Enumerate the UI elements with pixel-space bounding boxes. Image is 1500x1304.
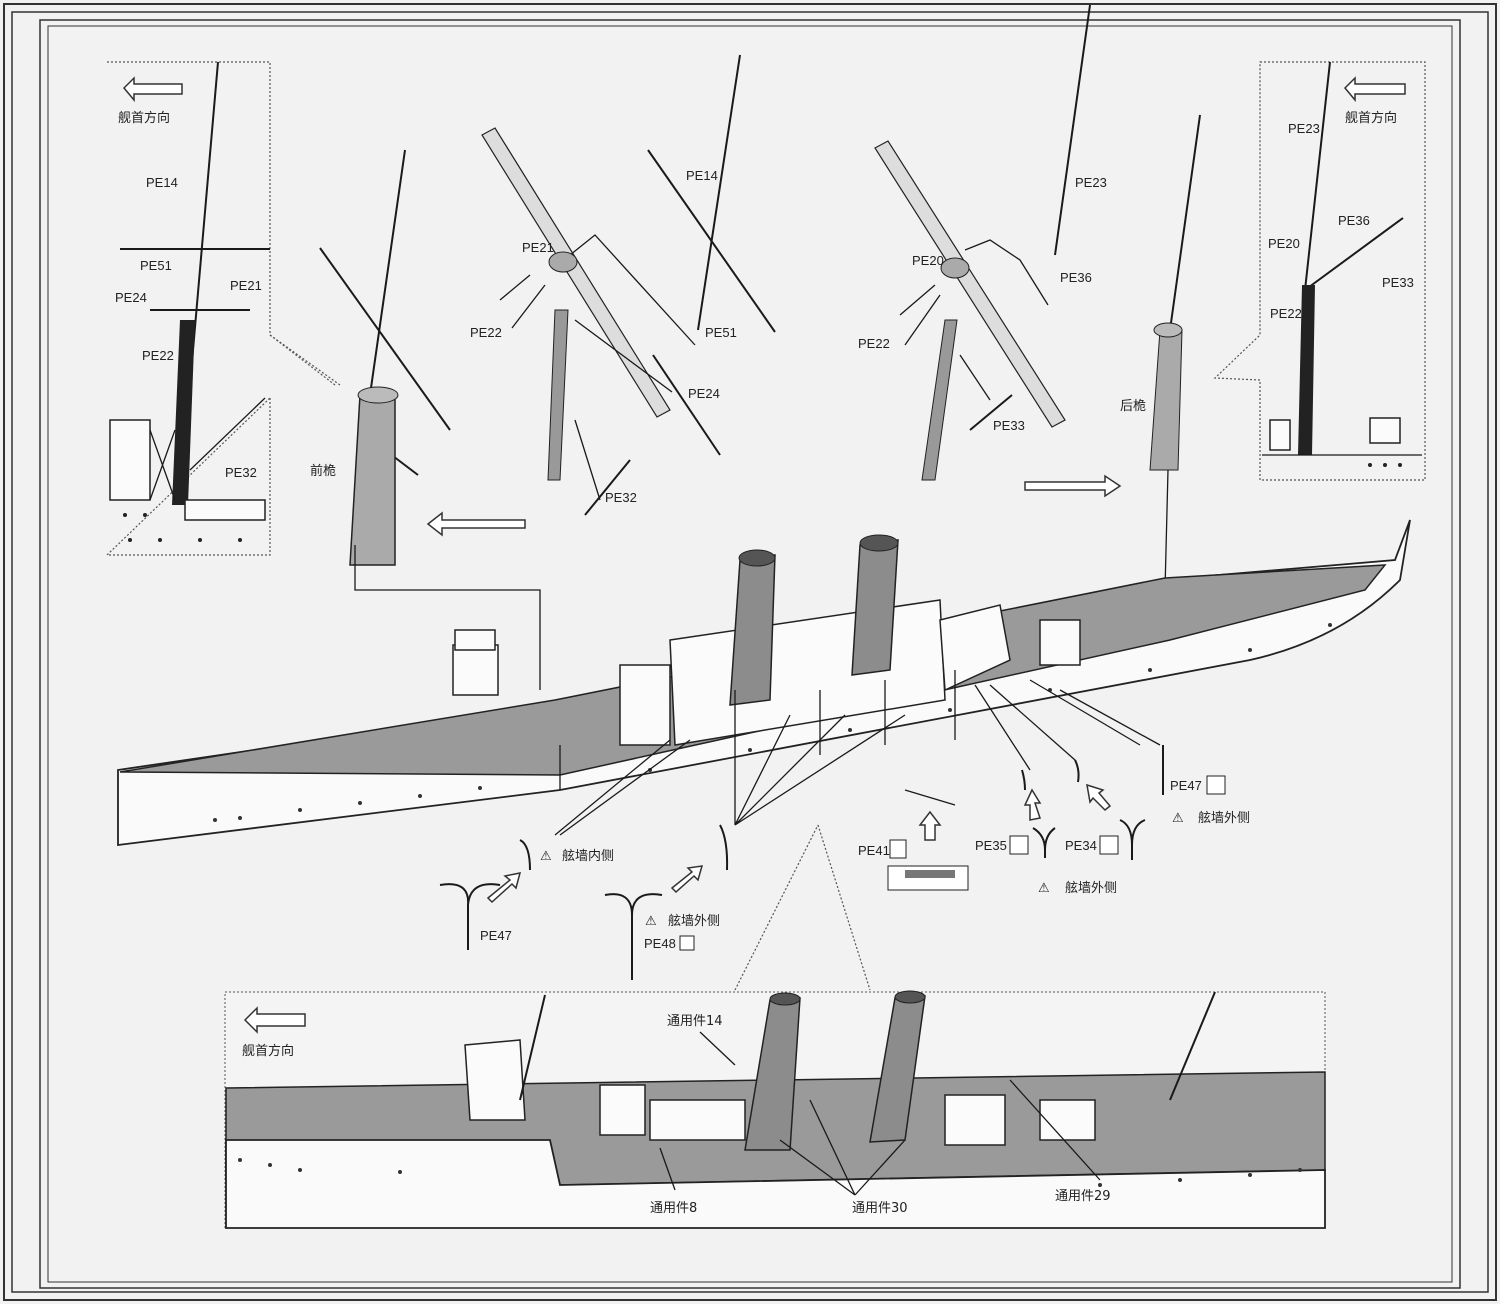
part-label: 通用件30: [852, 1201, 908, 1216]
part-label: PE20: [912, 253, 944, 268]
part-label: PE20: [1268, 236, 1300, 251]
part-label: PE36: [1338, 213, 1370, 228]
part-label: PE24: [115, 290, 147, 305]
direction-arrow-icon: [1086, 783, 1112, 812]
yard-grating: [481, 127, 671, 418]
aft-mast-label: 后桅: [1120, 398, 1146, 414]
outer-side-note: 舷墙外侧: [668, 913, 720, 929]
railing-parts: PE47 ⚠ 舷墙内侧 ⚠ 舷墙外侧 PE48 PE41 PE35 ⚠ 舷墙外侧…: [439, 745, 1250, 980]
page-frame: [3, 3, 1497, 1301]
direction-arrow-icon: [918, 810, 942, 841]
warning-icon: ⚠: [1172, 811, 1184, 826]
bow-direction-label: 舰首方向: [118, 110, 170, 126]
fore-mast-label: 前桅: [310, 463, 336, 479]
part-label: PE48: [644, 936, 676, 951]
bow-direction-arrow-icon: [1343, 76, 1406, 103]
direction-arrow-icon: [670, 865, 704, 894]
part-label: PE47: [1170, 778, 1202, 793]
fore-mast-assembly: 前桅 PE14 PE21 PE22 PE51 PE24 PE32: [310, 54, 776, 690]
part-label: 通用件8: [650, 1201, 697, 1216]
warning-icon: ⚠: [540, 849, 552, 864]
part-label: PE51: [705, 325, 737, 340]
bow-direction-arrow-icon: [122, 76, 183, 103]
bow-direction-label: 舰首方向: [242, 1043, 294, 1059]
fore-funnel: [729, 554, 776, 706]
part-label: PE14: [146, 175, 178, 190]
outer-side-note: 舷墙外侧: [1065, 880, 1117, 896]
part-label: PE21: [230, 278, 262, 293]
part-label: PE36: [1060, 270, 1092, 285]
warning-icon: ⚠: [645, 914, 657, 929]
part-label: PE23: [1075, 175, 1107, 190]
ship-main-view: [117, 519, 1411, 847]
part-label: PE33: [993, 418, 1025, 433]
inner-side-note: 舷墙内侧: [562, 848, 614, 864]
part-label: PE51: [140, 258, 172, 273]
part-label: PE35: [975, 838, 1007, 853]
bow-direction-label: 舰首方向: [1345, 110, 1397, 126]
direction-arrow-icon: [426, 511, 526, 537]
direction-arrow-icon: [486, 872, 522, 904]
part-label: PE47: [480, 928, 512, 943]
part-label: PE33: [1382, 275, 1414, 290]
aft-funnel: [851, 539, 899, 676]
part-label: PE22: [858, 336, 890, 351]
part-label: PE34: [1065, 838, 1097, 853]
part-label: PE24: [688, 386, 720, 401]
part-label: PE22: [1270, 306, 1302, 321]
fore-mast-inset: 舰首方向 PE14 PE51 PE24 PE21 PE22 PE32: [105, 61, 341, 556]
part-label: PE22: [142, 348, 174, 363]
part-label: 通用件14: [667, 1014, 723, 1029]
hull-detail-inset: 舰首方向 通用件14 通用件8 通用件30 通用件29: [224, 824, 1326, 1229]
aft-mast-assembly: PE23 PE20 PE36 PE22 PE33 后桅: [858, 4, 1201, 591]
part-label: PE41: [858, 843, 890, 858]
part-label: PE23: [1288, 121, 1320, 136]
direction-arrow-icon: [1023, 788, 1042, 821]
direction-arrow-icon: [1024, 474, 1122, 498]
outer-side-note: 舷墙外侧: [1198, 810, 1250, 826]
part-label: 通用件29: [1055, 1189, 1111, 1204]
aft-mast-inset: 舰首方向 PE23 PE36 PE20 PE22 PE33: [1213, 61, 1426, 481]
part-label: PE22: [470, 325, 502, 340]
part-label: PE32: [225, 465, 257, 480]
yard-grating: [874, 140, 1066, 428]
bow-direction-arrow-icon: [243, 1006, 306, 1034]
part-label: PE32: [605, 490, 637, 505]
warning-icon: ⚠: [1038, 881, 1050, 896]
part-label: PE14: [686, 168, 718, 183]
part-label: PE21: [522, 240, 554, 255]
